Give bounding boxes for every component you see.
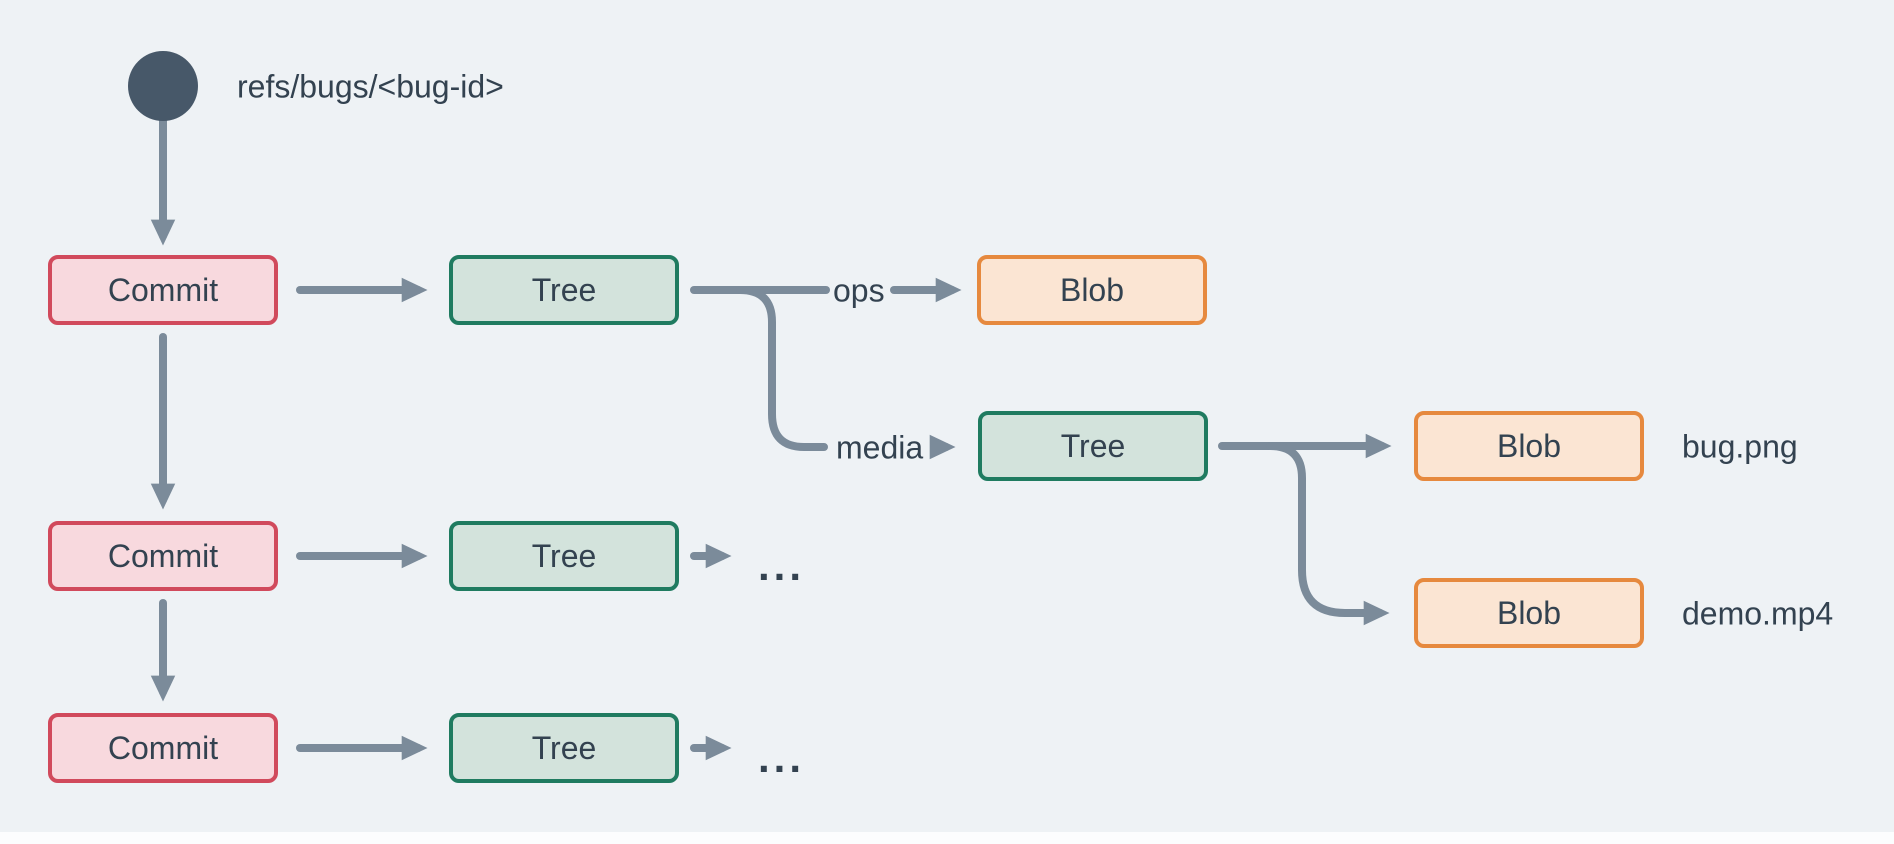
tree2-node: Tree [449, 521, 679, 591]
blob-bug-node: Blob [1414, 411, 1644, 481]
edge-label-ops: ops [833, 272, 885, 309]
ref-circle-icon [128, 51, 198, 121]
ellipsis-row2: ... [758, 542, 806, 589]
commit3-node: Commit [48, 713, 278, 783]
commit2-node: Commit [48, 521, 278, 591]
edge-tree1-branch-to-media-label [736, 286, 828, 451]
ref-label: refs/bugs/<bug-id> [237, 68, 504, 105]
file-label-bug-png: bug.png [1682, 428, 1798, 465]
commit1-node: Commit [48, 255, 278, 325]
tree1-node: Tree [449, 255, 679, 325]
edge-mediatree-branch-to-blob-demo [1266, 442, 1390, 626]
edge-label-media: media [836, 429, 924, 466]
tree-media-node: Tree [978, 411, 1208, 481]
file-label-demo-mp4: demo.mp4 [1682, 595, 1834, 632]
blob-ops-node: Blob [977, 255, 1207, 325]
ellipsis-row3: ... [758, 734, 806, 781]
blob-demo-node: Blob [1414, 578, 1644, 648]
tree3-node: Tree [449, 713, 679, 783]
bottom-edge-strip [0, 832, 1894, 844]
